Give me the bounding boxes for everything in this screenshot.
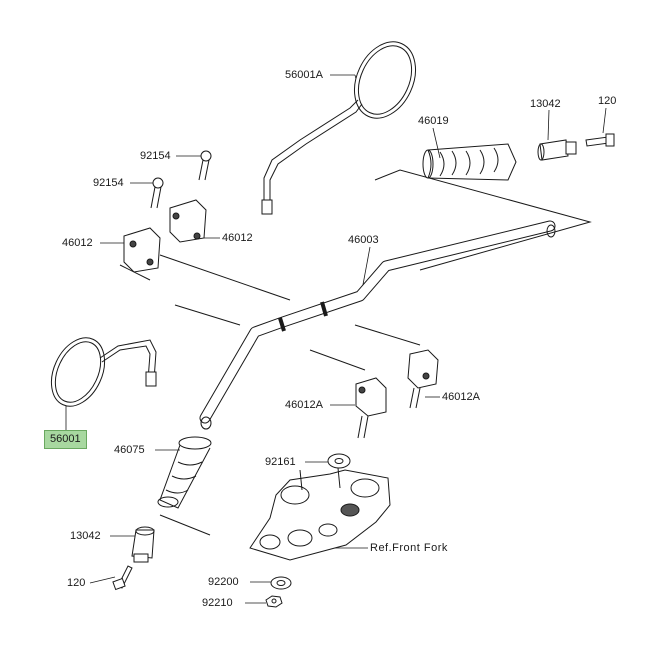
- grip-46075: [157, 436, 212, 509]
- label-92154-b: 92154: [93, 177, 124, 189]
- label-56001: 56001: [44, 430, 87, 449]
- label-46012A-left: 46012A: [285, 399, 323, 411]
- screw-120-top: [585, 133, 615, 147]
- nut-92210: [265, 595, 283, 608]
- clamp-46012A-left: [355, 377, 387, 439]
- label-46019: 46019: [418, 115, 449, 127]
- front-fork-bracket: [249, 467, 391, 561]
- mirror-56001: [50, 337, 157, 407]
- label-46012-left: 46012: [62, 237, 93, 249]
- end-weight-13042-bottom: [131, 526, 155, 563]
- clamp-46012A-right: [407, 349, 439, 409]
- label-56001A: 56001A: [285, 69, 323, 81]
- leader-lines: [65, 74, 607, 604]
- label-46003: 46003: [348, 234, 379, 246]
- label-120-top: 120: [598, 95, 617, 107]
- handlebar-46003: [199, 220, 556, 430]
- label-120-bottom: 120: [67, 577, 86, 589]
- label-46012A-right: 46012A: [442, 391, 480, 403]
- label-46075: 46075: [114, 444, 145, 456]
- washer-92200: [270, 576, 292, 590]
- label-ref-front-fork: Ref.Front Fork: [370, 542, 448, 554]
- grip-frame-lines: [119, 169, 592, 536]
- bolt-92154-b: [150, 177, 164, 209]
- label-13042-bottom: 13042: [70, 530, 101, 542]
- label-13042-top: 13042: [530, 98, 561, 110]
- label-92154-a: 92154: [140, 150, 171, 162]
- screw-120-bottom: [112, 565, 133, 591]
- label-92210: 92210: [202, 597, 233, 609]
- label-46012-right: 46012: [222, 232, 253, 244]
- mirror-56001A: [261, 41, 416, 215]
- end-weight-13042-top: [537, 139, 577, 161]
- washer-92161: [327, 453, 351, 469]
- label-92200: 92200: [208, 576, 239, 588]
- clamp-46012-right: [169, 199, 207, 243]
- grip-46019: [422, 143, 517, 181]
- label-92161: 92161: [265, 456, 296, 468]
- clamp-46012-left: [123, 227, 161, 273]
- bolt-92154-a: [198, 150, 212, 181]
